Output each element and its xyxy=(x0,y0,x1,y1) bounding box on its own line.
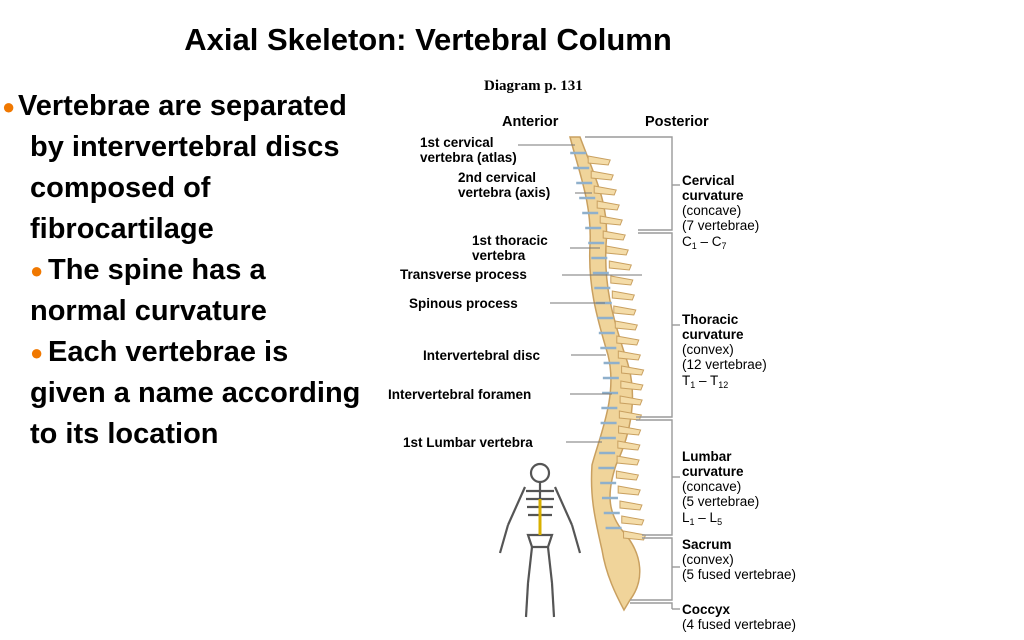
label-intervertebral-disc: Intervertebral disc xyxy=(423,348,541,363)
spinous-process-mark xyxy=(623,530,647,541)
spinous-process-mark xyxy=(615,470,640,481)
spinous-process-mark xyxy=(593,185,617,196)
spinous-process-mark xyxy=(621,365,645,376)
bullet-item-3: ● Each vertebrae is given a name accordi… xyxy=(0,332,370,455)
spinous-process-mark xyxy=(613,305,637,316)
spinous-process-mark xyxy=(596,200,620,211)
thoracic-range: T1 – T12 xyxy=(682,373,728,390)
spinous-process-mark xyxy=(621,515,645,526)
range-letter: C xyxy=(682,234,692,249)
spinous-process-mark xyxy=(616,455,640,466)
spinous-process-mark xyxy=(618,425,642,436)
range-letter: L xyxy=(710,510,718,525)
label-thoracic-2: vertebra xyxy=(472,248,526,263)
spinous-process-mark xyxy=(619,395,643,406)
range-letter: L xyxy=(682,510,690,525)
region-coccyx: Coccyx (4 fused vertebrae) xyxy=(682,602,796,632)
lumbar-curvature: curvature xyxy=(682,464,744,479)
spinous-process-mark xyxy=(619,500,643,511)
label-intervertebral-foramen: Intervertebral foramen xyxy=(388,387,531,402)
thoracic-count: (12 vertebrae) xyxy=(682,357,767,372)
skeleton-figure-icon xyxy=(498,462,582,618)
spinous-process-mark xyxy=(590,170,614,181)
coccyx-count: (4 fused vertebrae) xyxy=(682,617,796,632)
thoracic-shape: (convex) xyxy=(682,342,734,357)
cervical-range: C1 – C7 xyxy=(682,234,727,251)
cervical-name: Cervical xyxy=(682,173,735,188)
sacrum-count: (5 fused vertebrae) xyxy=(682,567,796,582)
label-axis-2: vertebra (axis) xyxy=(458,185,550,200)
label-atlas-1: 1st cervical xyxy=(420,135,494,150)
range-letter: C xyxy=(712,234,722,249)
sacrum-name: Sacrum xyxy=(682,537,732,552)
bullet-item-1: ● Vertebrae are separated by interverteb… xyxy=(0,86,370,250)
spinous-process-mark xyxy=(611,290,635,301)
label-first-lumbar: 1st Lumbar vertebra xyxy=(403,435,533,450)
region-lumbar: Lumbar curvature (concave) (5 vertebrae)… xyxy=(682,449,759,527)
label-atlas-2: vertebra (atlas) xyxy=(420,150,517,165)
bullet-dot-icon: ● xyxy=(30,258,44,283)
label-transverse-process: Transverse process xyxy=(400,267,527,282)
label-thoracic-1: 1st thoracic xyxy=(472,233,548,248)
region-brackets xyxy=(585,136,680,610)
bullet-text-2: The spine has a normal curvature xyxy=(30,254,267,327)
range-sub: 5 xyxy=(717,517,722,527)
bullet-dot-icon: ● xyxy=(30,340,44,365)
label-spinous-process: Spinous process xyxy=(409,296,518,311)
thoracic-name: Thoracic xyxy=(682,312,739,327)
lumbar-range: L1 – L5 xyxy=(682,510,722,527)
sacrum-shape: (convex) xyxy=(682,552,734,567)
posterior-header: Posterior xyxy=(645,114,709,130)
range-letter: T xyxy=(682,373,690,388)
spinous-process-mark xyxy=(616,335,640,346)
label-axis-1: 2nd cervical xyxy=(458,170,536,185)
spinous-process-mark xyxy=(587,155,611,166)
vertebral-column-diagram: Anterior Posterior 1st cervical vertebra… xyxy=(388,114,796,632)
bullet-text-3: Each vertebrae is given a name according… xyxy=(30,336,361,450)
diagram-caption: Diagram p. 131 xyxy=(484,78,583,94)
bullet-list: ● Vertebrae are separated by interverteb… xyxy=(0,86,370,455)
range-sub: 12 xyxy=(718,380,728,390)
range-dash: – xyxy=(695,510,710,525)
spinous-process-mark xyxy=(605,245,629,256)
range-sub: 1 xyxy=(692,241,697,251)
spine-illustration xyxy=(569,136,647,612)
range-letter: T xyxy=(710,373,718,388)
spinous-process-mark xyxy=(614,320,638,331)
range-dash: – xyxy=(697,234,712,249)
spinous-process-mark xyxy=(602,230,626,241)
spinous-process-mark xyxy=(617,440,641,451)
region-thoracic: Thoracic curvature (convex) (12 vertebra… xyxy=(682,312,767,390)
bullet-item-2: ● The spine has a normal curvature xyxy=(0,250,370,332)
range-sub: 1 xyxy=(690,380,695,390)
region-cervical: Cervical curvature (concave) (7 vertebra… xyxy=(682,173,759,251)
spinous-process-mark xyxy=(608,260,632,271)
spinous-process-mark xyxy=(599,215,623,226)
range-sub: 7 xyxy=(722,241,727,251)
anterior-header: Anterior xyxy=(502,114,559,130)
region-sacrum: Sacrum (convex) (5 fused vertebrae) xyxy=(682,537,796,582)
coccyx-name: Coccyx xyxy=(682,602,731,617)
lumbar-count: (5 vertebrae) xyxy=(682,494,759,509)
left-labels: 1st cervical vertebra (atlas) 2nd cervic… xyxy=(388,135,550,450)
spinous-process-mark xyxy=(620,380,644,391)
cervical-shape: (concave) xyxy=(682,203,741,218)
range-sub: 1 xyxy=(690,517,695,527)
spinous-process-mark xyxy=(617,350,641,361)
spinous-process-mark xyxy=(610,275,634,286)
range-dash: – xyxy=(695,373,710,388)
lumbar-shape: (concave) xyxy=(682,479,741,494)
bullet-text-1: Vertebrae are separated by intervertebra… xyxy=(18,90,347,245)
cervical-curvature: curvature xyxy=(682,188,744,203)
thoracic-curvature: curvature xyxy=(682,327,744,342)
slide-title: Axial Skeleton: Vertebral Column xyxy=(184,22,672,57)
cervical-count: (7 vertebrae) xyxy=(682,218,759,233)
bullet-dot-icon: ● xyxy=(2,94,16,119)
spinous-process-mark xyxy=(617,485,641,496)
lumbar-name: Lumbar xyxy=(682,449,732,464)
